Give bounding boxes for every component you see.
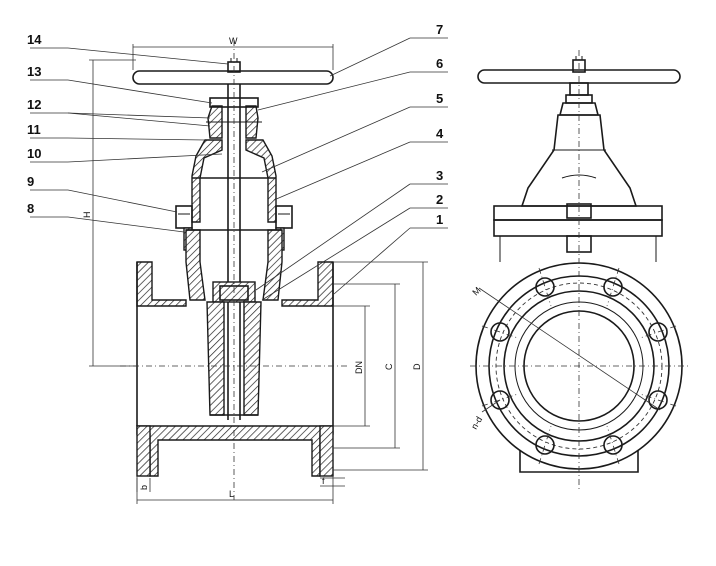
dim-n-d: n-d [469,415,484,431]
dim-d: D [412,363,422,370]
part-9: 9 [27,174,34,189]
part-14: 14 [27,32,42,47]
dim-dn: DN [354,361,364,374]
dim-c: C [384,363,394,370]
bolt-holes [490,277,668,455]
dim-w: W [229,36,238,46]
dim-l: L [229,489,234,499]
part-11: 11 [27,122,41,137]
body-bottom [136,425,334,477]
section-dimensions: W H DN C D L b f [82,36,428,504]
part-2: 2 [436,192,443,207]
dim-h: H [82,212,92,219]
part-8: 8 [27,201,34,216]
body-left-upper [136,261,187,307]
part-1: 1 [436,212,443,227]
part-7: 7 [436,22,443,37]
part-6: 6 [436,56,443,71]
part-3: 3 [436,168,443,183]
dim-b: b [139,485,149,490]
part-12: 12 [27,97,41,112]
dim-f: f [322,476,325,486]
part-13: 13 [27,64,41,79]
wedge [206,301,225,416]
part-10: 10 [27,146,41,161]
part-4: 4 [436,126,444,141]
end-view: M n-d [469,50,690,492]
part-5: 5 [436,91,443,106]
bonnet [191,139,223,223]
section-view [120,40,350,500]
bonnet-bolt-left [175,205,193,229]
body-neck [185,229,206,301]
bonnet-bolt-right [275,205,293,229]
part-callouts: 14 13 12 11 10 9 8 7 6 5 4 [27,22,448,301]
handwheel [132,70,334,85]
dim-m: M [470,285,482,297]
